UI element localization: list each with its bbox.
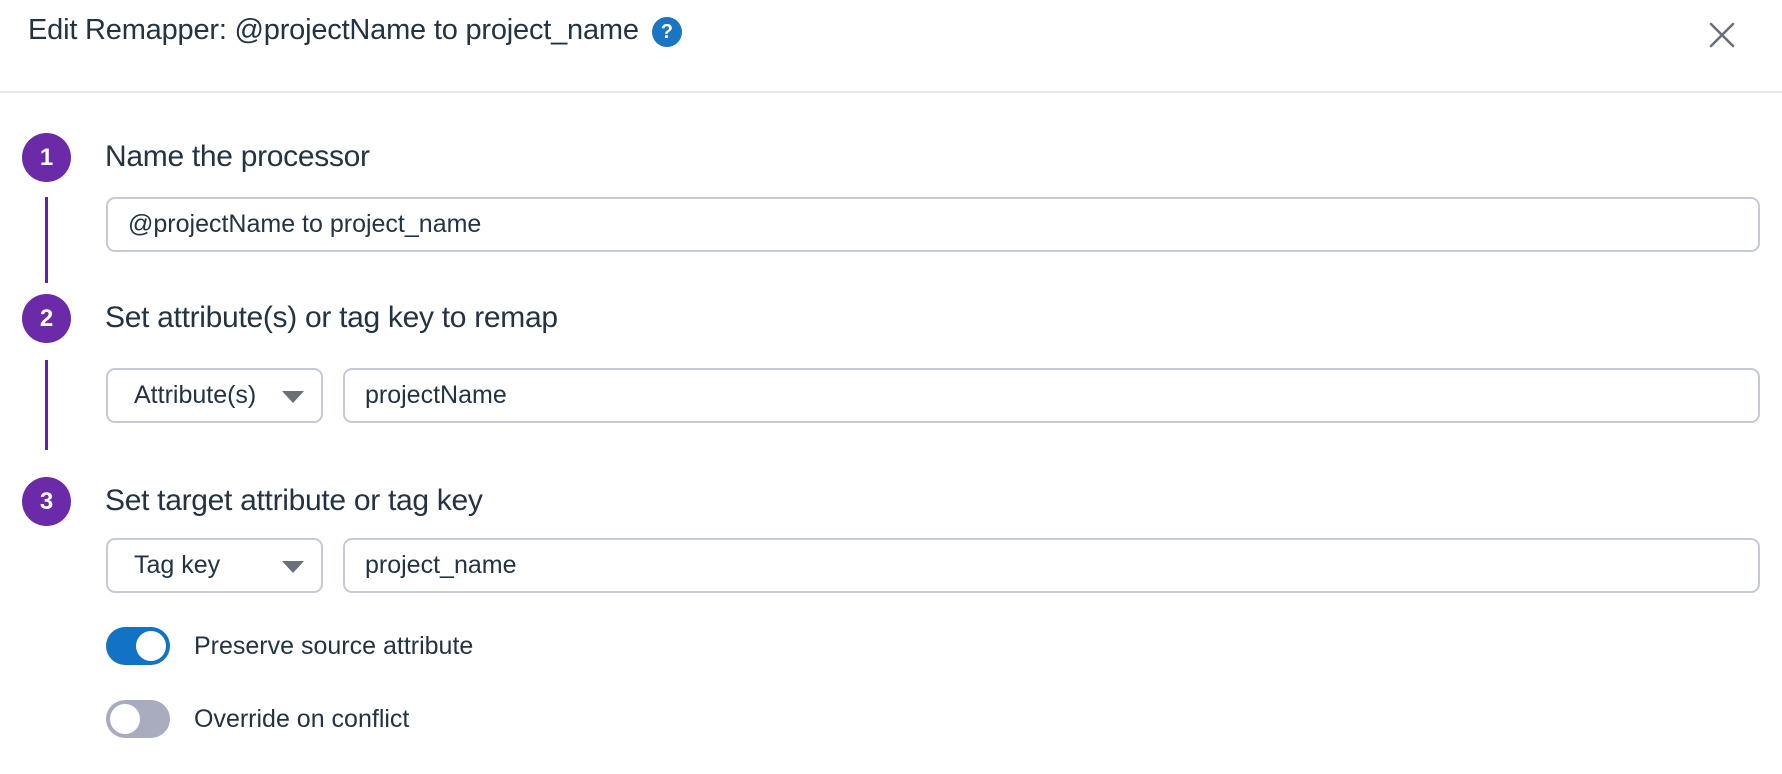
preserve-source-label: Preserve source attribute <box>194 632 474 660</box>
preserve-source-toggle[interactable] <box>106 627 170 665</box>
override-conflict-toggle[interactable] <box>106 700 170 738</box>
override-conflict-label: Override on conflict <box>194 705 410 733</box>
step-3-heading: Set target attribute or tag key <box>105 484 483 517</box>
step-2-heading: Set attribute(s) or tag key to remap <box>105 301 558 334</box>
close-button[interactable] <box>1704 17 1740 53</box>
title-row: Edit Remapper: @projectName to project_n… <box>28 14 682 47</box>
target-type-dropdown-value: Tag key <box>134 551 221 579</box>
source-type-dropdown[interactable]: Attribute(s) <box>106 368 323 423</box>
step-3-badge: 3 <box>22 477 71 526</box>
modal-title: Edit Remapper: @projectName to project_n… <box>28 14 639 46</box>
processor-name-input[interactable] <box>106 197 1760 252</box>
help-icon[interactable]: ? <box>651 17 682 47</box>
target-type-dropdown[interactable]: Tag key <box>106 538 323 593</box>
step-1-badge: 1 <box>22 133 71 182</box>
chevron-down-icon <box>282 560 304 573</box>
step-2-badge: 2 <box>22 294 71 343</box>
source-attribute-input[interactable] <box>343 368 1760 423</box>
step-connector-2-3 <box>45 360 48 450</box>
target-attribute-input[interactable] <box>343 538 1760 593</box>
step-1-heading: Name the processor <box>105 140 370 173</box>
toggle-knob <box>110 704 140 734</box>
modal-header: Edit Remapper: @projectName to project_n… <box>0 0 1782 93</box>
step-connector-1-2 <box>45 197 48 283</box>
source-type-dropdown-value: Attribute(s) <box>134 381 257 409</box>
chevron-down-icon <box>282 390 304 403</box>
close-icon <box>1709 22 1735 48</box>
toggle-knob <box>136 631 166 661</box>
